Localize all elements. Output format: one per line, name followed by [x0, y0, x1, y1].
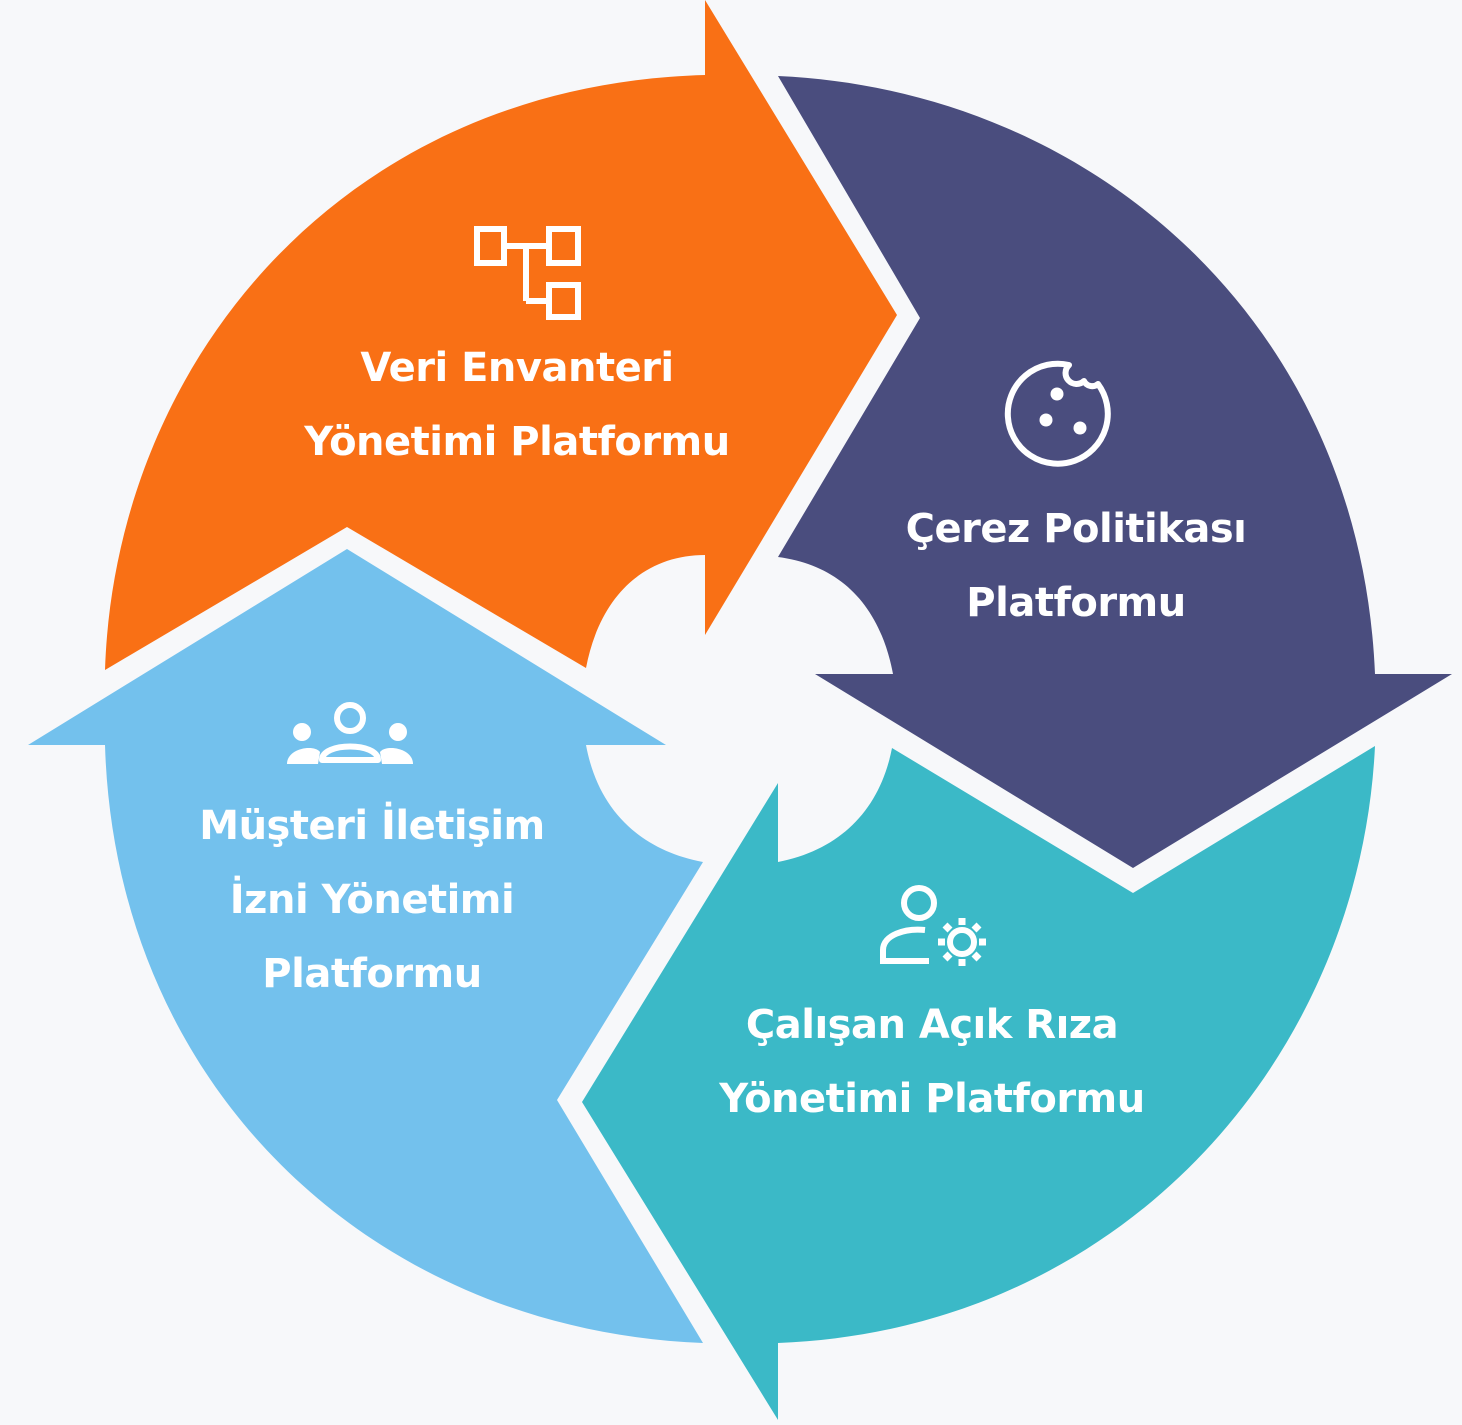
segment-cerez-politikasi	[778, 76, 1452, 868]
label-line: İzni Yönetimi	[229, 877, 515, 923]
segment-calisan-acik-riza	[582, 746, 1375, 1420]
users-group-icon	[287, 702, 413, 764]
label-line: Müşteri İletişim	[199, 803, 545, 849]
label-cerez-politikasi: Çerez Politikası Platformu	[846, 492, 1306, 640]
label-calisan-acik-riza: Çalışan Açık Rıza Yönetimi Platformu	[672, 988, 1192, 1136]
label-line: Platformu	[262, 951, 482, 997]
segment-musteri-iletisim	[28, 549, 703, 1343]
label-line: Yönetimi Platformu	[719, 1076, 1145, 1122]
label-line: Platformu	[966, 580, 1186, 626]
label-musteri-iletisim: Müşteri İletişim İzni Yönetimi Platformu	[152, 789, 592, 1011]
label-line: Veri Envanteri	[360, 345, 674, 391]
label-line: Yönetimi Platformu	[304, 419, 730, 465]
label-line: Çerez Politikası	[905, 506, 1247, 552]
hierarchy-icon	[474, 226, 581, 320]
label-line: Çalışan Açık Rıza	[745, 1002, 1119, 1048]
segment-veri-envanteri	[105, 0, 897, 670]
label-veri-envanteri: Veri Envanteri Yönetimi Platformu	[257, 331, 777, 479]
cookie-icon	[1004, 360, 1111, 467]
user-settings-icon	[880, 885, 986, 966]
